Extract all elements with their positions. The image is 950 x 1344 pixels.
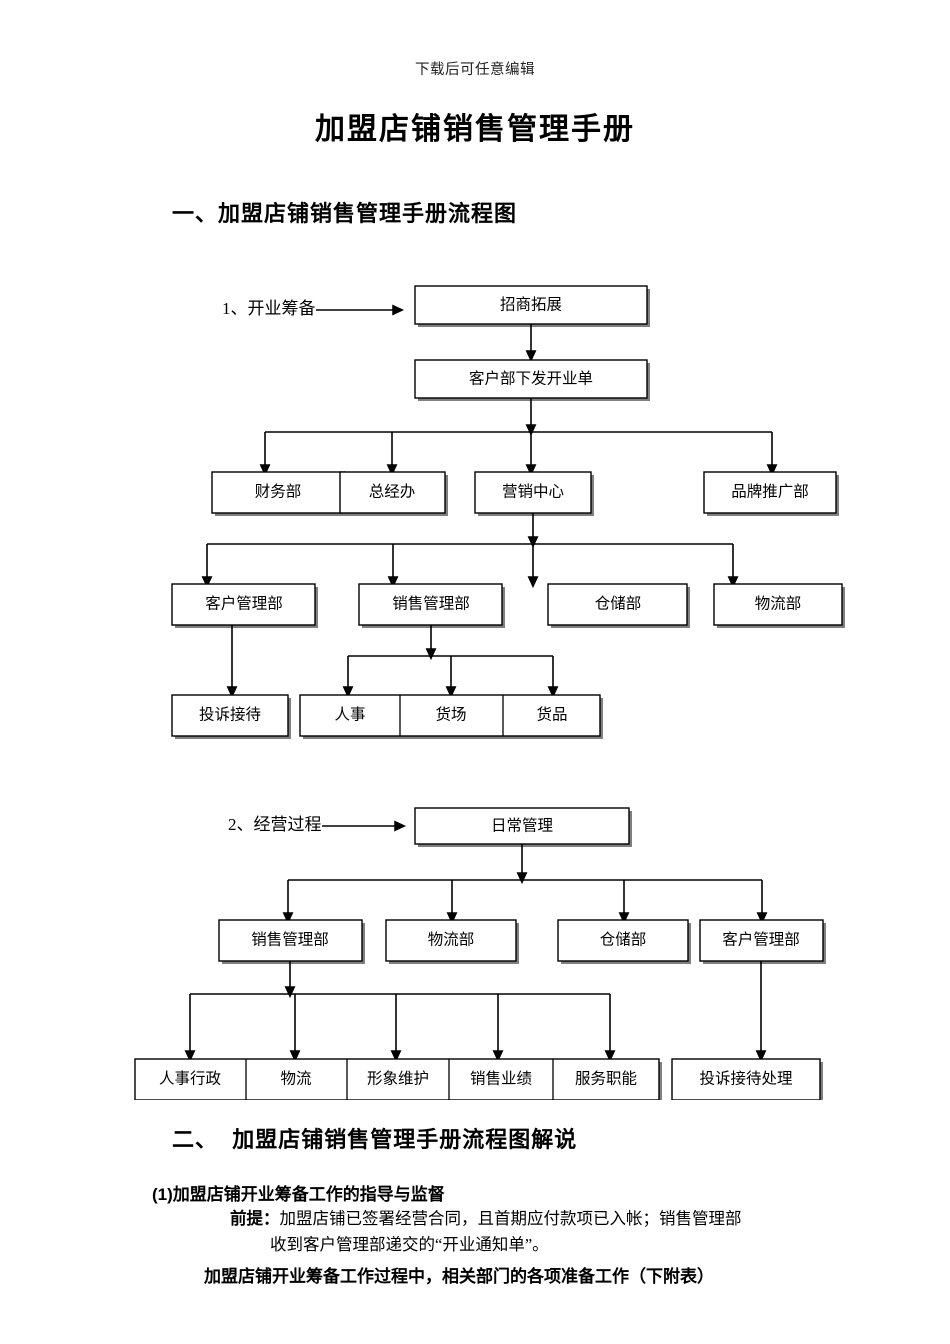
node-label-flow2-group-4: 销售业绩	[470, 1070, 532, 1088]
premise-label: 前提：	[230, 1210, 280, 1228]
node-label-root-2: 日常管理	[491, 817, 553, 835]
node-label-level3-4: 品牌推广部	[731, 483, 809, 501]
node-box-root	[414, 285, 648, 325]
premise-text-1: 加盟店铺已签署经营合同，且首期应付款项已入帐；销售管理部	[279, 1209, 742, 1228]
node-box-level5-group	[299, 694, 601, 737]
node-label-level5-group-2: 货场	[435, 706, 466, 724]
node-label-level3-1: 财务部	[255, 483, 302, 501]
node-label-root: 招商拓展	[500, 296, 562, 314]
body-closing-line: 加盟店铺开业筹备工作过程中，相关部门的各项准备工作（下附表）	[204, 1267, 714, 1286]
node-box-flow2-group	[134, 1058, 660, 1100]
body-item-1: (1)加盟店铺开业筹备工作的指导与监督	[152, 1185, 445, 1204]
node-label-flow2-level2-3: 仓储部	[600, 931, 647, 949]
node-box-flow2-level2-4	[699, 919, 824, 962]
node-label-flow2-level2-4: 客户管理部	[722, 931, 800, 949]
node-box-level4-4	[713, 583, 843, 626]
page-watermark-text: 下载后可任意编辑	[415, 62, 535, 78]
node-label-level3-2: 总经办	[369, 483, 416, 501]
node-label-flow2-group-1: 人事行政	[159, 1070, 222, 1088]
node-label-level4-2: 销售管理部	[392, 595, 470, 613]
node-box-level4-3	[547, 583, 688, 626]
premise-block: 前提：加盟店铺已签署经营合同，且首期应付款项已入帐；销售管理部 收到客户管理部递…	[152, 1206, 852, 1258]
node-label-second: 客户部下发开业单	[469, 370, 593, 388]
node-label-flow2-level2-1: 销售管理部	[251, 931, 329, 949]
stage-label-1: 1、开业筹备	[222, 299, 316, 318]
flowchart-daily-operation: 2、经营过程 日常管理 销售管理部 物流部 仓储部	[0, 800, 950, 1100]
flowchart-opening-preparation: 1、开业筹备 招商拓展 客户部下发开业单 财务部	[0, 270, 950, 750]
node-label-flow2-group-2: 物流	[280, 1070, 311, 1088]
node-box-flow2-level2-2	[385, 919, 517, 962]
node-label-flow2-level2-2: 物流部	[428, 931, 475, 949]
section-heading-two: 二、 加盟店铺销售管理手册流程图解说	[172, 1127, 578, 1152]
node-box-flow2-level2-3	[557, 919, 689, 962]
node-label-level5-group-3: 货品	[536, 706, 567, 724]
node-label-level5-group-1: 人事	[334, 706, 365, 724]
node-box-level4-1	[171, 583, 316, 626]
node-label-level4-4: 物流部	[755, 595, 802, 613]
node-label-level4-3: 仓储部	[595, 595, 642, 613]
node-box-root-2	[414, 807, 630, 845]
node-label-flow2-group-5: 服务职能	[575, 1070, 637, 1088]
node-box-flow2-single	[671, 1058, 821, 1100]
node-label-flow2-group-3: 形象维护	[367, 1070, 429, 1088]
node-box-level3-4	[703, 471, 837, 514]
node-label-level4-1: 客户管理部	[205, 595, 283, 613]
node-box-level3-1	[211, 471, 346, 514]
node-box-level3-2	[339, 471, 446, 514]
premise-line-2: 收到客户管理部递交的“开业通知单”。	[270, 1235, 549, 1254]
section-heading-one: 一、加盟店铺销售管理手册流程图	[172, 201, 518, 226]
premise-line-1: 前提：加盟店铺已签署经营合同，且首期应付款项已入帐；销售管理部	[152, 1206, 852, 1232]
node-label-level3-3: 营销中心	[502, 483, 564, 501]
stage-label-2: 2、经营过程	[228, 815, 322, 834]
document-title: 加盟店铺销售管理手册	[315, 113, 635, 146]
node-label-flow2-single: 投诉接待处理	[699, 1070, 792, 1088]
node-box-level5-single	[171, 694, 289, 737]
node-label-level5-single: 投诉接待	[199, 706, 261, 724]
